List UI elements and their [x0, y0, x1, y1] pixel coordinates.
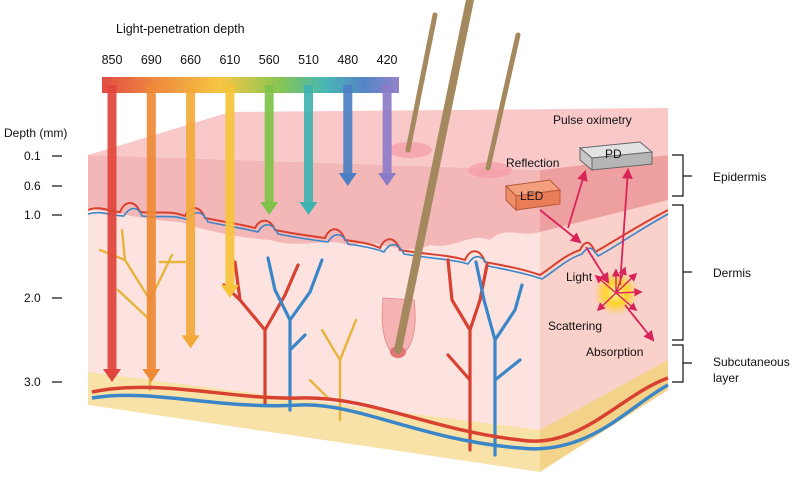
wavelength-label: 610: [219, 53, 240, 67]
depth-tick-label: 3.0: [24, 375, 41, 389]
skin-block: [87, 108, 669, 472]
subcutaneous-label-line2: layer: [713, 371, 739, 385]
absorption-label: Absorption: [586, 345, 643, 359]
wavelength-label: 560: [259, 53, 280, 67]
subcutaneous-label-line1: Subcutaneous: [713, 355, 790, 369]
led-source: LED: [504, 179, 562, 212]
wavelength-label: 510: [298, 53, 319, 67]
capillary-loops-artery: [87, 202, 669, 277]
depth-axis-title: Depth (mm): [4, 126, 67, 140]
wavelength-label: 480: [337, 53, 358, 67]
depth-tick-label: 2.0: [24, 291, 41, 305]
pulse-oximetry-title: Pulse oximetry: [553, 113, 632, 127]
wavelength-arrow-560: [260, 85, 279, 215]
wavelength-labels: 850 690 660 610 560 510 480 420: [102, 53, 398, 67]
diagram-title: Light-penetration depth: [116, 22, 245, 36]
wavelength-arrow-690: [142, 85, 161, 382]
wavelength-label: 660: [180, 53, 201, 67]
wavelength-label: 690: [141, 53, 162, 67]
depth-tick-label: 1.0: [24, 208, 41, 222]
scattering-label: Scattering: [548, 319, 602, 333]
wavelength-label: 420: [377, 53, 398, 67]
wavelength-arrow-480: [338, 85, 357, 186]
pd-label: PD: [605, 147, 622, 161]
hairs: [394, 0, 521, 354]
depth-tick-label: 0.6: [24, 179, 41, 193]
wavelength-label: 850: [102, 53, 123, 67]
wavelength-arrow-610: [220, 85, 239, 298]
wavelength-arrows: [103, 85, 397, 382]
veins: [266, 256, 524, 457]
wavelength-arrow-660: [181, 85, 200, 349]
wavelength-arrow-510: [299, 85, 318, 215]
reflection-label: Reflection: [506, 156, 559, 170]
subcutaneous-front: [88, 372, 540, 472]
led-label: LED: [520, 189, 544, 203]
capillary-loops-vein: [87, 207, 669, 280]
spectrum-band: [102, 77, 399, 93]
depth-axis-ticks: 0.1 0.6 1.0 2.0 3.0: [24, 149, 62, 389]
wavelength-arrow-850: [103, 85, 121, 382]
subcutaneous-artery: [91, 376, 669, 443]
dermis-label: Dermis: [713, 266, 751, 280]
arteries: [222, 258, 489, 452]
light-path-arrows: [539, 167, 655, 342]
pd-sensor: PD: [578, 141, 654, 172]
pulse-oximetry-group: Pulse oximetry PD LED Reflection Light S…: [504, 113, 655, 359]
light-label: Light: [566, 270, 593, 284]
layer-brackets: [672, 154, 692, 383]
subcutaneous-vein: [91, 383, 669, 451]
epidermis-label: Epidermis: [713, 170, 766, 184]
wavelength-arrow-420: [378, 85, 397, 186]
depth-tick-label: 0.1: [24, 149, 41, 163]
